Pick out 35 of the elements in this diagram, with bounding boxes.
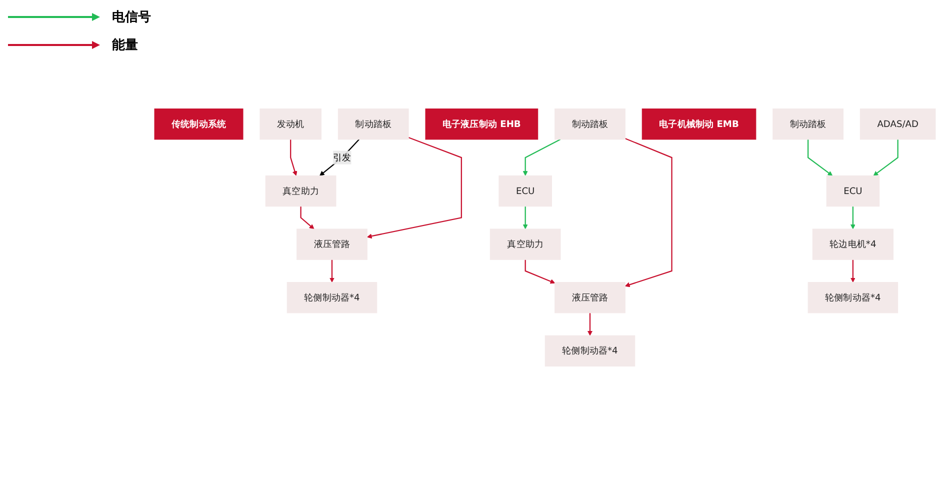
node-box: 发动机 [260,108,322,140]
node-box: 液压管路 [296,228,368,260]
arrow [522,206,528,230]
arrow [366,136,462,239]
node-box: ADAS/AD [860,108,936,140]
arrow [850,206,856,230]
node-box: 制动踏板 [338,108,409,140]
arrow [522,138,561,176]
node-box: 传统制动系统 [154,108,244,140]
node-box: 轮侧制动器*4 [286,282,378,314]
arrow [850,260,856,283]
arrow [807,139,833,176]
node-box: 轮侧制动器*4 [808,282,898,314]
node-box: 真空助力 [265,175,336,207]
arrow [588,312,592,336]
edge-label: 引发 [333,152,352,163]
node-box: 液压管路 [554,282,626,314]
legend-label: 能量 [112,37,138,54]
node-box: ECU [498,175,552,207]
arrow [624,138,672,288]
arrow [524,260,556,284]
node-box: 电子液压制动 EHB [425,108,538,140]
arrow [290,139,298,176]
node-box: 轮边电机*4 [812,228,894,260]
node-box: ECU [826,175,880,207]
node-box: 制动踏板 [554,108,626,140]
legend-label: 电信号 [112,9,151,26]
node-box: 真空助力 [490,228,561,260]
arrow [320,139,360,176]
node-box: 轮侧制动器*4 [544,335,636,366]
node-box: 制动踏板 [772,108,844,140]
node-box: 电子机械制动 EMB [642,108,756,140]
arrow [300,206,314,230]
arrow [330,260,334,283]
arrow [873,139,898,176]
